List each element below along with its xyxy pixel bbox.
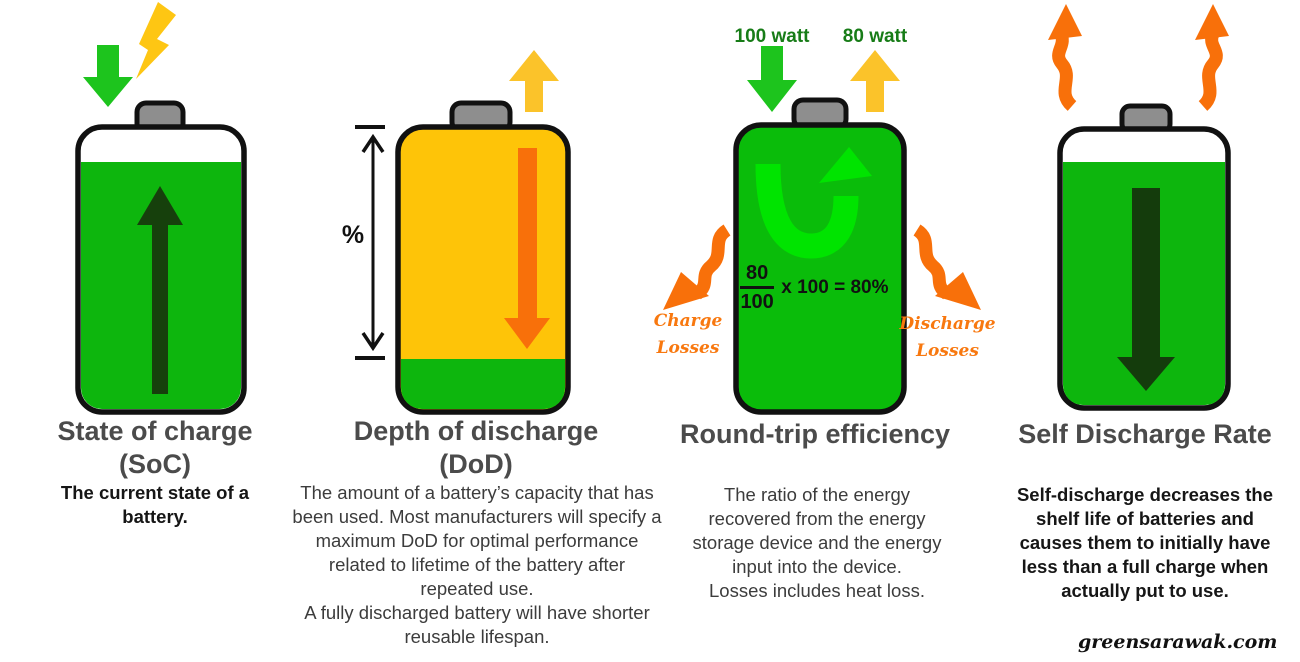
lightning-bolt-icon bbox=[136, 2, 176, 79]
fraction-denominator: 100 bbox=[740, 291, 774, 313]
round-trip-u-arrowhead bbox=[819, 147, 872, 183]
input-watt-label: 100 watt bbox=[734, 26, 810, 47]
percent-label: % bbox=[341, 221, 365, 249]
charge-losses-label: Charge Losses bbox=[653, 311, 723, 358]
dod-range-arrowhead-bottom bbox=[361, 332, 385, 352]
output-watt-label: 80 watt bbox=[842, 26, 908, 47]
charge-loss-wave-icon bbox=[692, 224, 732, 300]
round-trip-battery-graphic bbox=[663, 46, 981, 415]
self-discharge-heading: Self Discharge Rate bbox=[1018, 419, 1272, 449]
efficiency-fraction: 80 100 bbox=[740, 262, 775, 313]
dod-range-arrowhead-top bbox=[361, 133, 385, 153]
heat-wave-right-icon bbox=[1198, 31, 1223, 111]
charge-loss-arrowhead bbox=[663, 272, 709, 310]
discharge-out-arrow-icon bbox=[509, 50, 559, 112]
self-discharge-battery-graphic bbox=[1048, 4, 1231, 411]
round-trip-u-arrow-icon bbox=[755, 163, 859, 259]
discharge-losses-label: Discharge Losses bbox=[899, 314, 996, 361]
discharge-loss-wave-icon bbox=[912, 224, 952, 300]
formula-suffix: x 100 = 80% bbox=[781, 276, 889, 298]
fraction-numerator: 80 bbox=[740, 262, 775, 289]
soc-heading: State of charge (SoC) bbox=[57, 416, 253, 479]
dod-heading: Depth of discharge (DoD) bbox=[353, 416, 599, 479]
watermark: greensarawak.com bbox=[1078, 631, 1278, 653]
heat-wave-left-arrowhead bbox=[1048, 4, 1082, 40]
efficiency-formula: 80 100 x 100 = 80% bbox=[740, 262, 888, 313]
self-discharge-description: Self-discharge decreases the shelf life … bbox=[1016, 484, 1274, 601]
round-trip-description: The ratio of the energy recovered from t… bbox=[692, 484, 942, 601]
charging-arrow-icon bbox=[83, 45, 133, 107]
battery-remaining-fill bbox=[401, 359, 565, 409]
soc-battery-graphic bbox=[75, 2, 247, 415]
output-power-arrow-icon bbox=[850, 50, 900, 112]
round-trip-heading: Round-trip efficiency bbox=[679, 419, 950, 449]
heat-wave-right-arrowhead bbox=[1195, 4, 1229, 40]
discharge-loss-arrowhead bbox=[935, 272, 981, 310]
dod-description: The amount of a battery’s capacity that … bbox=[292, 482, 662, 647]
dod-battery-graphic bbox=[355, 50, 571, 415]
self-discharge-down-arrow-icon bbox=[1117, 188, 1175, 391]
input-power-arrow-icon bbox=[747, 46, 797, 112]
soc-description: The current state of a battery. bbox=[60, 482, 250, 527]
heat-wave-left-icon bbox=[1052, 28, 1077, 111]
depth-down-arrow-icon bbox=[504, 148, 550, 349]
charge-level-up-arrow-icon bbox=[137, 186, 183, 394]
